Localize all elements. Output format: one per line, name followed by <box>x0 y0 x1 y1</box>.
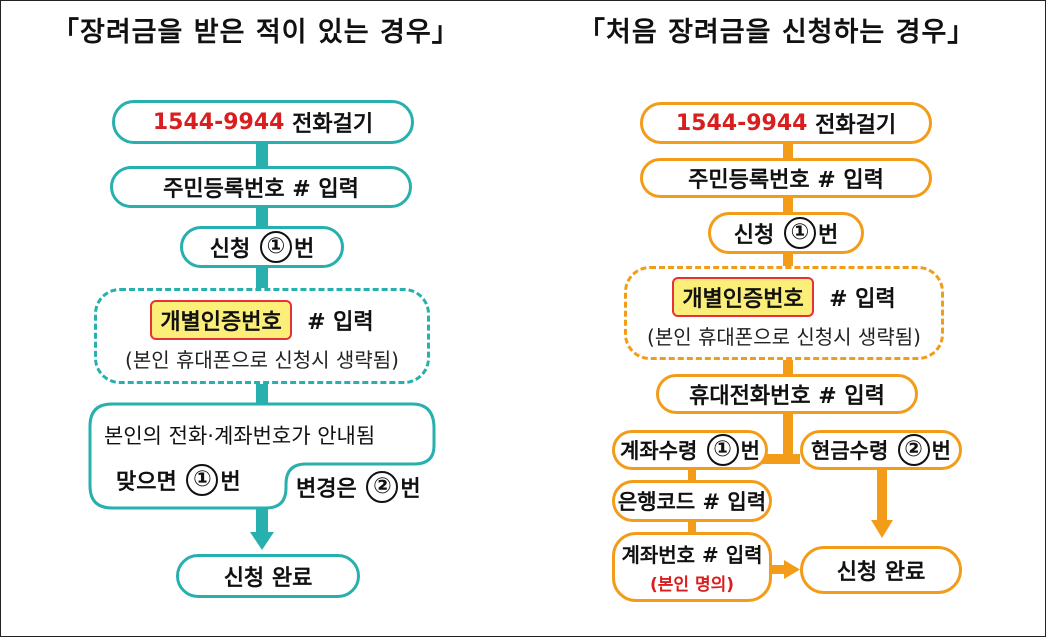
left-correct-suffix: 번 <box>220 470 241 495</box>
left-connector-4 <box>256 382 268 406</box>
right-auth-highlight: 개별인증번호 <box>672 276 814 317</box>
right-apply-suffix: 번 <box>817 223 839 248</box>
right-connector-3 <box>783 252 793 268</box>
right-bank-code-box: 은행코드 # 입력 <box>612 480 772 522</box>
left-resident-box: 주민등록번호 # 입력 <box>110 166 412 208</box>
right-call-text: 전화걸기 <box>815 113 897 138</box>
right-auth-box: 개별인증번호 # 입력 (본인 휴대폰으로 신청시 생략됨) <box>624 266 944 360</box>
right-connector-6 <box>688 468 696 482</box>
left-apply-label: 신청 <box>209 237 251 262</box>
right-apply-label: 신청 <box>733 223 775 248</box>
right-call-number: 1544-9944 <box>675 110 808 136</box>
left-apply-num: ① <box>259 231 292 263</box>
right-mobile-box: 휴대전화번호 # 입력 <box>656 374 918 414</box>
right-split-bar <box>762 454 800 464</box>
left-connector-1 <box>256 140 268 170</box>
right-cash-arrow-shaft <box>877 470 887 522</box>
left-arrow-head <box>250 532 274 550</box>
left-connector-2 <box>256 204 268 228</box>
left-apply-suffix: 번 <box>293 237 315 262</box>
left-guide-text: 본인의 전화·계좌번호가 안내됨 <box>104 424 376 448</box>
right-resident-box: 주민등록번호 # 입력 <box>640 158 932 198</box>
right-account-arrow-head <box>784 560 800 579</box>
left-call-text: 전화걸기 <box>292 112 374 137</box>
left-change-suffix: 번 <box>400 477 421 502</box>
right-cash-arrow-head <box>871 520 893 538</box>
left-auth-suffix: # 입력 <box>307 309 374 335</box>
right-connector-7 <box>688 520 696 534</box>
left-call-number: 1544-9944 <box>152 109 285 135</box>
right-account-suffix: 번 <box>740 439 760 463</box>
right-connector-5 <box>783 412 793 460</box>
left-guide-outline <box>88 402 436 510</box>
left-auth-highlight: 개별인증번호 <box>150 299 292 340</box>
right-account-number-label: 계좌번호 # 입력 <box>621 543 763 567</box>
right-connector-4 <box>783 358 793 374</box>
left-title: 「장려금을 받은 적이 있는 경우」 <box>52 17 460 48</box>
right-cash-suffix: 번 <box>931 439 951 463</box>
right-call-box: 1544-9944 전화걸기 <box>640 102 932 144</box>
left-call-box: 1544-9944 전화걸기 <box>112 100 414 144</box>
right-account-number-box: 계좌번호 # 입력 (본인 명의) <box>612 532 772 602</box>
right-cash-label: 현금수령 <box>811 439 889 463</box>
right-account-arrow-shaft <box>770 565 786 574</box>
right-apply-num: ① <box>783 217 816 249</box>
left-change-label: 변경은 <box>296 477 357 502</box>
right-account-owner: (본인 명의) <box>649 575 735 595</box>
right-auth-suffix: # 입력 <box>829 286 896 312</box>
right-account-num: ① <box>706 434 739 466</box>
right-cash-num: ② <box>897 434 930 466</box>
right-done-box: 신청 완료 <box>800 546 962 594</box>
left-auth-box: 개별인증번호 # 입력 (본인 휴대폰으로 신청시 생략됨) <box>94 288 430 384</box>
left-connector-3 <box>256 266 268 290</box>
right-connector-2 <box>783 196 793 214</box>
right-account-label: 계좌수령 <box>620 439 698 463</box>
left-auth-note: (본인 휴대폰으로 신청시 생략됨) <box>125 347 399 372</box>
right-title: 「처음 장려금을 신청하는 경우」 <box>578 17 976 48</box>
right-auth-note: (본인 휴대폰으로 신청시 생략됨) <box>647 324 921 349</box>
left-correct-label: 맞으면 <box>116 470 177 495</box>
left-correct-num: ① <box>186 464 219 496</box>
left-done-box: 신청 완료 <box>176 554 360 598</box>
right-connector-1 <box>783 140 793 160</box>
left-change-num: ② <box>366 471 399 503</box>
left-arrow-shaft <box>256 506 268 536</box>
